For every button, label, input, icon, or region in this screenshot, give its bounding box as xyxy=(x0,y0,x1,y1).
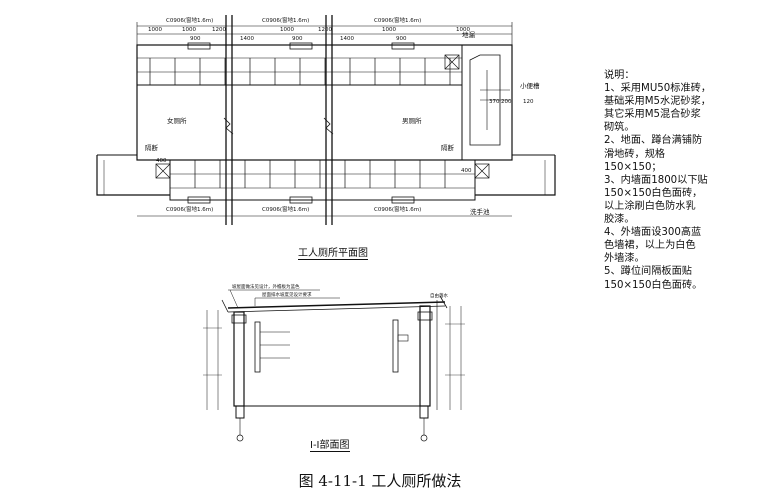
top-dim-3: 1000 xyxy=(280,27,294,33)
notes-line-10: 以上涂刷白色防水乳 xyxy=(604,200,696,212)
top-dim-mid-2: 1200 xyxy=(318,27,332,33)
drain-label: 地漏 xyxy=(462,30,476,39)
top-window-1: C0906(窗地1.6m) xyxy=(166,16,213,24)
box-dim-right: 400 xyxy=(461,168,472,174)
notes-line-15: 5、蹲位间隔板面贴 xyxy=(604,266,692,278)
top-dim2-1: 900 xyxy=(190,36,201,42)
notes-line-12: 4、外墙面设300高蓝 xyxy=(604,227,702,239)
notes-line-3: 其它采用M5混合砂浆 xyxy=(604,109,701,121)
notes-line-1: 1、采用MU50标准砖， xyxy=(604,83,712,95)
top-dim2-5: 900 xyxy=(396,36,407,42)
notes-block: 说明： 1、采用MU50标准砖， 基础采用M5水泥砂浆， 其它采用M5混合砂浆 … xyxy=(604,69,754,292)
side-dim-3: 120 xyxy=(523,99,534,105)
urinal-label: 小便槽 xyxy=(520,81,540,90)
notes-line-13: 色墙裙，以上为白色 xyxy=(604,240,696,252)
partition-label: 隔断 xyxy=(145,143,159,152)
top-dim2-4: 1400 xyxy=(340,36,354,42)
notes-line-11: 胶漆。 xyxy=(604,214,635,226)
top-dim-mid-1: 1200 xyxy=(212,27,226,33)
notes-line-8: 3、内墙面1800以下贴 xyxy=(604,174,708,186)
bottom-window-2: C0906(窗地1.6m) xyxy=(262,205,309,213)
top-dim2-3: 900 xyxy=(292,36,303,42)
top-dim-4: 1000 xyxy=(382,27,396,33)
notes-line-9: 150×150白色面砖， xyxy=(604,187,703,199)
top-window-3: C0906(窗地1.6m) xyxy=(374,16,421,24)
notes-line-5: 2、地面、蹲台满铺防 xyxy=(604,135,703,147)
side-dim-1: 370 xyxy=(489,99,500,105)
plan-title: 工人厕所平面图 xyxy=(298,244,368,260)
notes-line-16: 150×150白色面砖。 xyxy=(604,279,703,291)
top-dim-5: 1000 xyxy=(456,27,470,33)
partition-label-right: 隔断 xyxy=(441,143,455,152)
box-dim-left: 400 xyxy=(156,158,167,164)
top-dim-1: 1000 xyxy=(148,27,162,33)
notes-line-4: 砌筑。 xyxy=(604,122,635,134)
notes-line-7: 150×150； xyxy=(604,161,662,173)
notes-line-14: 外墙漆。 xyxy=(604,253,645,265)
roof-note-2: 屋面排水坡度见设计要求 xyxy=(262,291,312,298)
top-window-2: C0906(窗地1.6m) xyxy=(262,16,309,24)
bottom-window-3: C0906(窗地1.6m) xyxy=(374,205,421,213)
top-dim-2: 1000 xyxy=(182,27,196,33)
figure-caption: 图 4-11-1 工人厕所做法 xyxy=(298,472,462,490)
right-note: 自由落水 xyxy=(430,292,448,299)
notes-line-6: 滑地砖，规格 xyxy=(604,148,666,160)
roof-note-1: 坡屋面做法见设计，外檐板为蓝色 xyxy=(232,283,300,290)
top-dim2-2: 1400 xyxy=(240,36,254,42)
section-title: I-I部面图 xyxy=(310,436,350,452)
bottom-window-1: C0906(窗地1.6m) xyxy=(166,205,213,213)
washbasin-label: 洗手池 xyxy=(470,207,490,216)
room-right-label: 男厕所 xyxy=(402,116,422,125)
side-dim-2: 200 xyxy=(501,99,512,105)
notes-heading: 说明： xyxy=(604,70,635,81)
notes-line-2: 基础采用M5水泥砂浆， xyxy=(604,96,711,108)
room-left-label: 女厕所 xyxy=(167,116,187,125)
